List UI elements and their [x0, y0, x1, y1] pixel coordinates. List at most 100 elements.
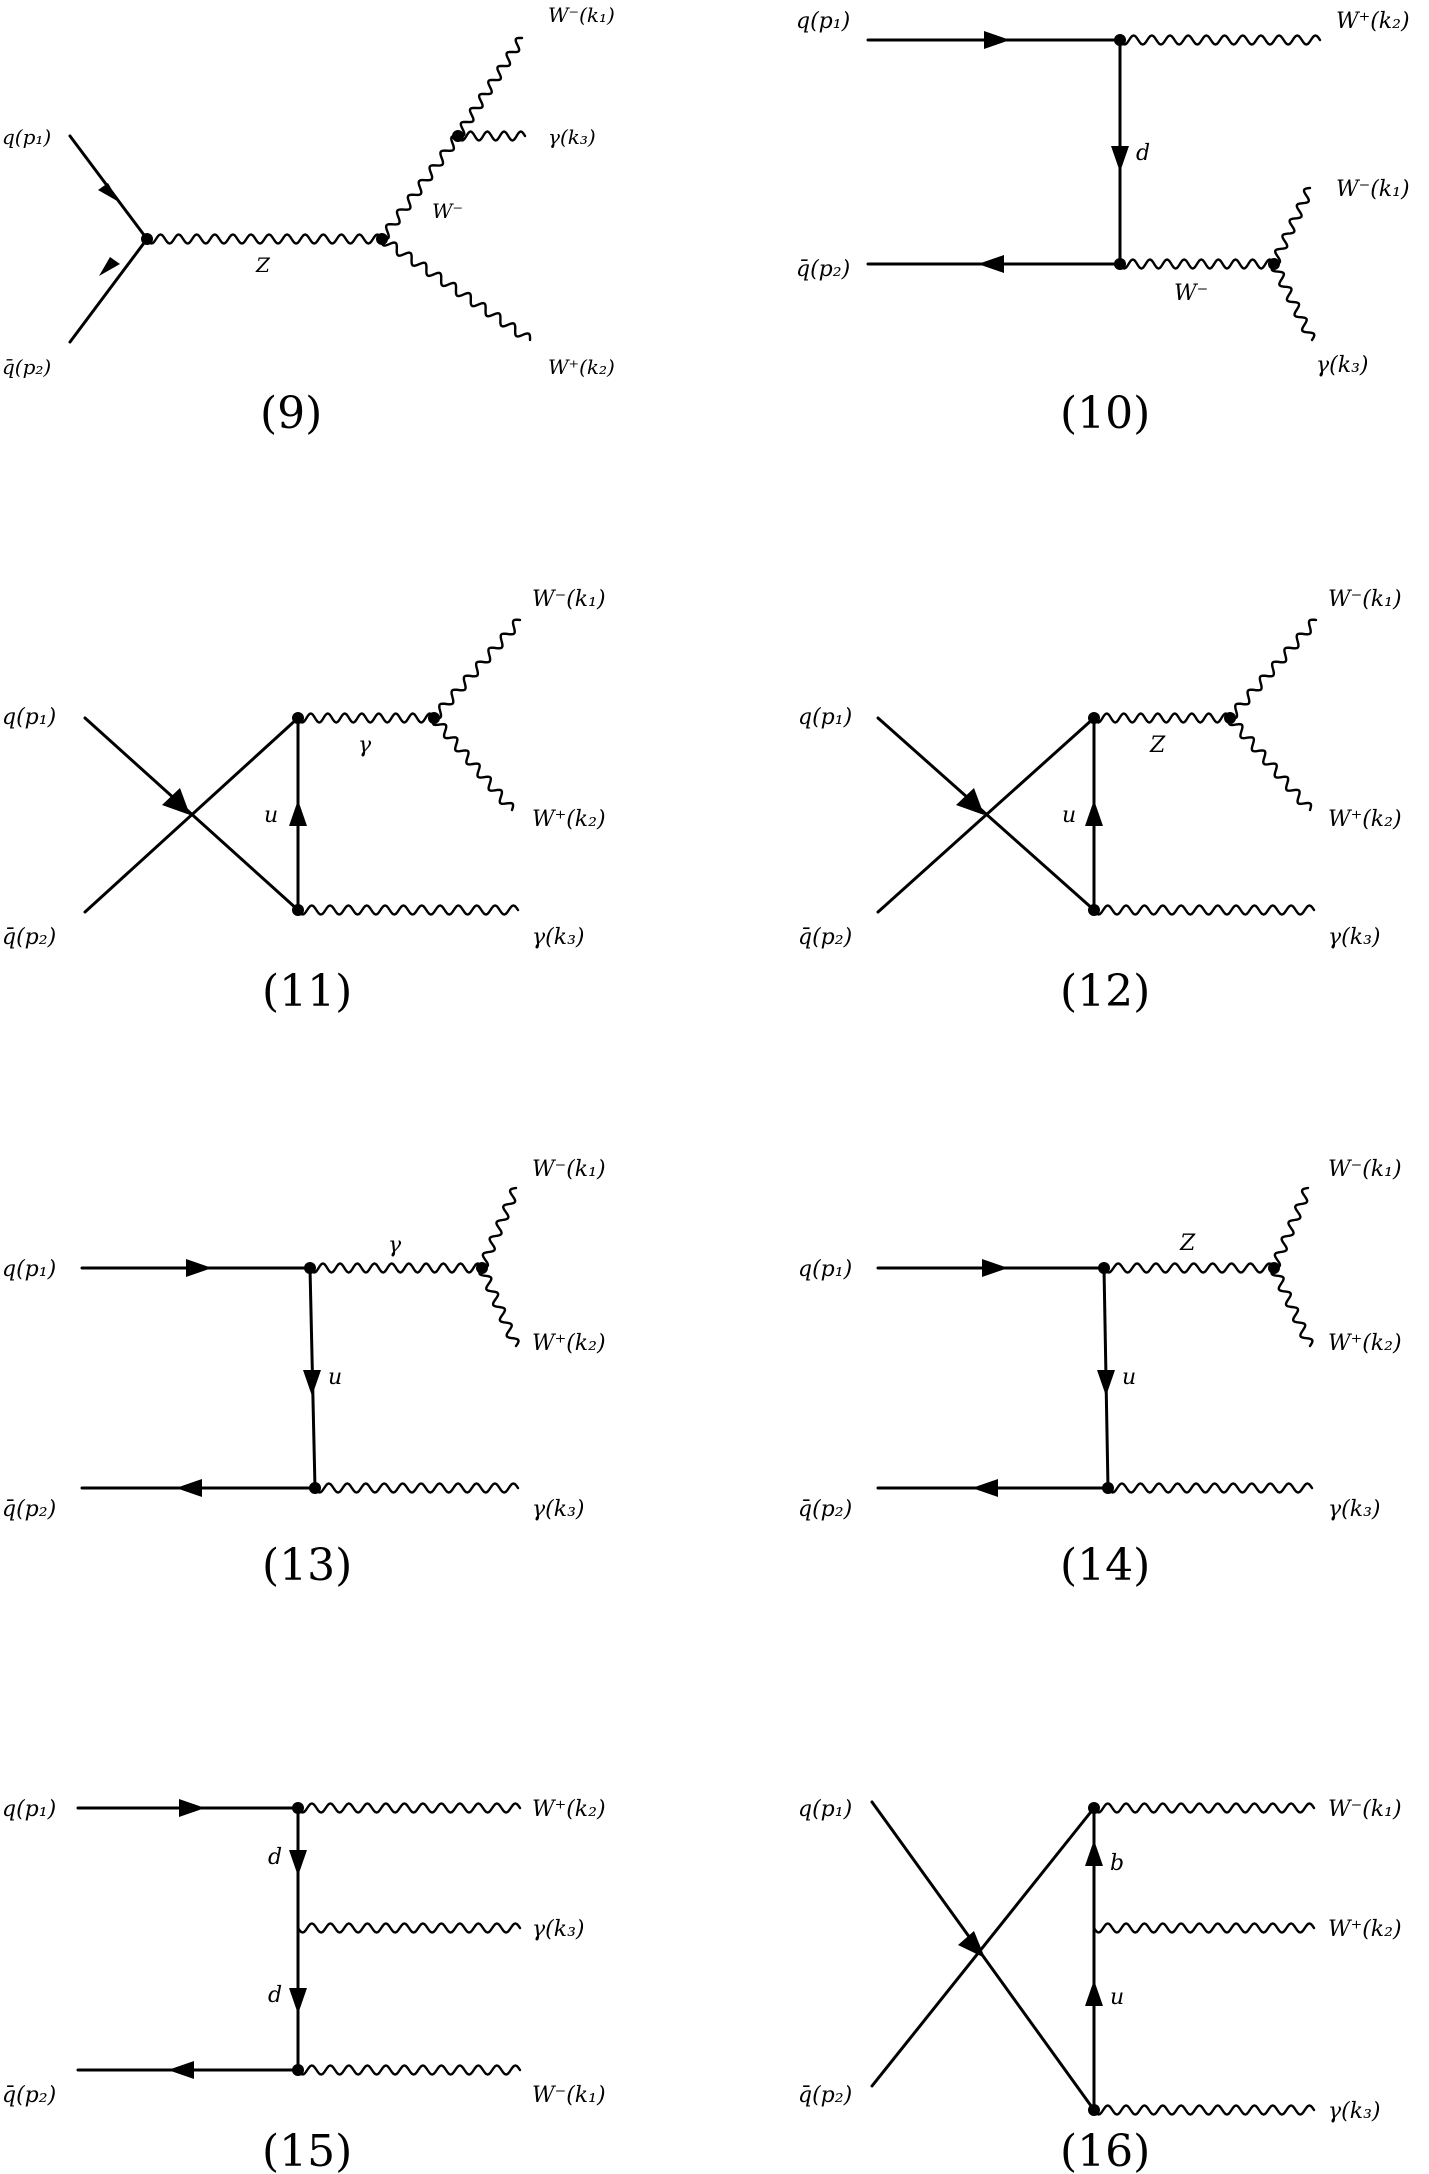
diagram-number: (10) [1060, 388, 1150, 439]
fermion-arrow [972, 1479, 998, 1497]
vertex [141, 233, 153, 245]
label-q-in: q(p₁) [798, 1797, 852, 1822]
label-photon-out: γ(k₃) [548, 125, 596, 149]
photon-outgoing-line [456, 130, 527, 142]
label-q-in: q(p₁) [798, 1257, 852, 1282]
label-quark-top: d [268, 1845, 282, 1870]
fermion-arrow [289, 800, 307, 826]
photon-outgoing-line [1106, 1482, 1314, 1494]
diagram-9: q(p₁) q̄(p₂) Z W⁻ W⁻(k₁) γ(k₃) W⁺(k₂) (9… [2, 3, 615, 439]
diagram-15: q(p₁) q̄(p₂) W⁺(k₂) d γ(k₃) d W⁻(k₁) (15… [2, 1797, 606, 2174]
vertex [292, 904, 304, 916]
label-w-minus-out: W⁻(k₁) [1328, 587, 1402, 612]
label-propagator: γ [388, 1233, 402, 1258]
w-minus-outgoing-line [1272, 186, 1312, 266]
diagram-number: (12) [1060, 966, 1150, 1017]
label-internal-w: W⁻ [432, 199, 463, 223]
fermion-arrow [98, 183, 119, 202]
vertex [1088, 712, 1100, 724]
diagram-11: q(p₁) q̄(p₂) γ u W⁻(k₁) W⁺(k₂) γ(k₃) (11… [2, 587, 606, 1017]
w-minus-outgoing-line [296, 2064, 522, 2076]
photon-outgoing-line [296, 904, 520, 916]
vertex [1224, 712, 1236, 724]
label-quark: u [1062, 803, 1076, 828]
label-qbar-in: q̄(p₂) [798, 2083, 852, 2108]
label-q-in: q(p₁) [2, 1797, 56, 1822]
label-quark-bottom: d [268, 1983, 282, 2008]
vertex [1114, 34, 1126, 46]
fermion-arrow [168, 2061, 194, 2079]
w-minus-internal-line [1118, 258, 1276, 270]
diagram-number: (14) [1060, 1540, 1150, 1591]
antiquark-line-incoming [870, 1806, 1096, 2088]
label-q-in: q(p₁) [798, 705, 852, 730]
label-qbar-in: q̄(p₂) [796, 257, 850, 282]
w-minus-outgoing-line [456, 36, 524, 138]
fermion-arrow [303, 1370, 321, 1396]
w-minus-internal-line [380, 134, 460, 241]
antiquark-line-incoming [68, 237, 149, 344]
photon-outgoing-line [313, 1482, 520, 1494]
z-boson-propagator [145, 233, 384, 245]
label-quark: d [1136, 141, 1150, 166]
label-q-in: q(p₁) [796, 9, 850, 34]
label-photon-out: γ(k₃) [1328, 2099, 1380, 2124]
vertex [376, 233, 388, 245]
label-photon-out: γ(k₃) [1328, 925, 1380, 950]
diagram-14: q(p₁) q̄(p₂) Z u W⁻(k₁) W⁺(k₂) γ(k₃) (14… [798, 1157, 1402, 1591]
fermion-arrow [1085, 1980, 1103, 2006]
label-qbar-in: q̄(p₂) [798, 925, 852, 950]
fermion-arrow [1097, 1370, 1115, 1396]
label-q-in: q(p₁) [2, 1257, 56, 1282]
label-q-in: q(p₁) [2, 125, 51, 149]
label-w-plus-out: W⁺(k₂) [1336, 9, 1410, 34]
fermion-arrow [978, 255, 1004, 273]
photon-propagator [296, 712, 436, 724]
vertex [292, 1802, 304, 1814]
label-qbar-in: q̄(p₂) [2, 355, 51, 379]
label-propagator: γ [358, 733, 372, 758]
diagram-10: q(p₁) q̄(p₂) W⁺(k₂) d W⁻ W⁻(k₁) γ(k₃) (1… [796, 9, 1410, 439]
label-w-plus-out: W⁺(k₂) [1328, 1331, 1402, 1356]
label-propagator: Z [1149, 733, 1166, 758]
label-quark-top: b [1110, 1851, 1124, 1876]
label-quark: u [264, 803, 278, 828]
label-w-minus-out: W⁻(k₁) [532, 2083, 606, 2108]
diagram-12: q(p₁) q̄(p₂) Z u W⁻(k₁) W⁺(k₂) γ(k₃) (12… [798, 587, 1402, 1017]
label-w-minus-out: W⁻(k₁) [532, 587, 606, 612]
label-quark: u [1122, 1365, 1136, 1390]
vertex [476, 1262, 488, 1274]
label-qbar-in: q̄(p₂) [2, 1497, 56, 1522]
w-plus-outgoing-line [1227, 716, 1313, 812]
vertex [1102, 1482, 1114, 1494]
photon-outgoing-line [1270, 262, 1316, 342]
label-w-minus-out: W⁻(k₁) [1336, 177, 1410, 202]
diagram-number: (16) [1060, 2126, 1150, 2174]
label-internal-w: W⁻ [1174, 281, 1208, 306]
photon-outgoing-line [1092, 2104, 1316, 2116]
diagram-16: q(p₁) q̄(p₂) W⁻(k₁) b W⁺(k₂) u γ(k₃) (16… [798, 1797, 1402, 2174]
fermion-arrow [1085, 800, 1103, 826]
diagram-number: (9) [260, 388, 322, 439]
label-w-plus-out: W⁺(k₂) [548, 355, 615, 379]
vertex [292, 712, 304, 724]
w-minus-outgoing-line [432, 618, 522, 720]
photon-outgoing-line [1092, 904, 1316, 916]
w-minus-outgoing-line [1092, 1802, 1316, 1814]
fermion-arrow [186, 1259, 212, 1277]
label-quark: u [328, 1365, 342, 1390]
vertex [1268, 1262, 1280, 1274]
label-w-minus-out: W⁻(k₁) [1328, 1797, 1402, 1822]
w-minus-outgoing-line [480, 1186, 518, 1270]
w-plus-outgoing-line [1092, 1922, 1316, 1934]
vertex [452, 130, 464, 142]
vertex [304, 1262, 316, 1274]
photon-propagator [308, 1262, 484, 1274]
antiquark-line-incoming [876, 716, 1096, 914]
vertex [428, 712, 440, 724]
label-qbar-in: q̄(p₂) [798, 1497, 852, 1522]
label-w-plus-out: W⁺(k₂) [1328, 807, 1402, 832]
fermion-arrow [99, 257, 120, 276]
w-minus-outgoing-line [1228, 618, 1318, 720]
